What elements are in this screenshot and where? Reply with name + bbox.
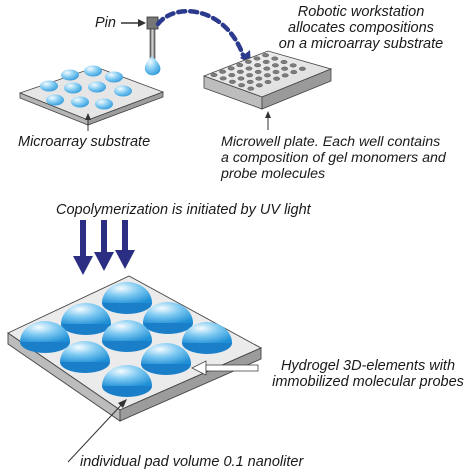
robotic-label-line-2: allocates compositions: [288, 20, 434, 36]
hydrogel-dome: [102, 282, 152, 314]
microwell: [263, 66, 271, 71]
microwell: [298, 66, 306, 71]
microwell: [262, 53, 269, 58]
microwell: [271, 63, 279, 68]
microwell: [271, 56, 279, 61]
microwell: [289, 63, 297, 68]
hydrogel-dome: [141, 343, 191, 375]
microwell: [236, 63, 244, 68]
microwell: [237, 76, 245, 81]
microarray-substrate-label: Microarray substrate: [18, 134, 151, 150]
hydrogel-dome-array: [20, 282, 232, 397]
microwell-plate: [202, 50, 333, 110]
down-arrow-icon: [94, 220, 114, 271]
microarray-pointer-arrow: [85, 113, 91, 131]
pad-volume-label: individual pad volume 0.1 nanoliter: [80, 454, 304, 470]
microwell: [290, 70, 298, 75]
pin-pointer-arrow: [121, 19, 146, 27]
hydrogel-dome: [102, 365, 152, 397]
microwell: [210, 72, 218, 77]
down-arrow-icon: [73, 220, 93, 275]
microwell: [253, 56, 261, 61]
robotic-label-line-1: Robotic workstation: [297, 4, 425, 20]
microwell: [219, 69, 227, 74]
microwell: [280, 60, 288, 65]
hydrogel-dome: [102, 320, 152, 352]
microwell: [281, 66, 288, 71]
microwell: [262, 59, 270, 64]
microwell: [272, 69, 280, 74]
robotic-label-line-3: on a microarray substrate: [278, 36, 444, 52]
hydrogel-label-line-1: Hydrogel 3D-elements with: [280, 358, 456, 374]
microwell: [227, 66, 235, 71]
large-hydrogel-substrate: [7, 275, 263, 422]
microwell-label-line-3: probe molecules: [221, 166, 326, 182]
hydrogel-label-line-2: immobilized molecular probes: [272, 374, 464, 390]
microwell: [246, 73, 254, 78]
small-microarray-substrate: [18, 65, 165, 126]
microwell: [247, 86, 255, 91]
dashed-arc-icon: [155, 9, 251, 64]
hydrogel-dome: [61, 303, 111, 335]
pad-volume-pointer-arrow: [67, 399, 127, 463]
microwell: [238, 83, 246, 88]
down-arrow-icon: [115, 220, 135, 269]
hydrogel-dome: [182, 322, 232, 354]
microwell: [273, 76, 280, 81]
microwell: [244, 59, 252, 64]
hydrogel-elements-label: Hydrogel 3D-elements with immobilized mo…: [262, 358, 474, 390]
microwell: [228, 79, 236, 84]
hydrogel-dome: [20, 321, 70, 353]
uv-light-arrows: [73, 220, 135, 275]
microwell-grid: [210, 53, 306, 91]
microwell: [264, 79, 272, 84]
microwell: [254, 63, 262, 68]
hydrogel-dome: [143, 302, 193, 334]
microwell-plate-label: Microwell plate. Each well contains a co…: [221, 134, 446, 182]
pin-label: Pin: [95, 15, 116, 31]
small-pad-array: [40, 65, 132, 110]
microwell: [281, 73, 289, 78]
microwell: [245, 66, 253, 71]
plate-pointer-arrow: [265, 111, 271, 130]
microwell: [263, 73, 271, 78]
microwell-label-line-1: Microwell plate. Each well contains: [221, 134, 441, 150]
microwell: [219, 76, 227, 81]
microwell: [255, 83, 263, 88]
microwell: [255, 76, 263, 81]
microwell: [254, 69, 262, 74]
copolymerization-label: Copolymerization is initiated by UV ligh…: [56, 202, 311, 218]
robotic-workstation-label: Robotic workstation allocates compositio…: [248, 4, 474, 52]
microwell: [246, 79, 254, 84]
microwell-label-line-2: a composition of gel monomers and: [221, 150, 446, 166]
microwell: [236, 69, 244, 74]
pin-icon: [144, 16, 161, 76]
hydrogel-dome: [60, 341, 110, 373]
hydrogel-pointer-arrow: [191, 360, 259, 376]
microwell: [228, 73, 236, 78]
